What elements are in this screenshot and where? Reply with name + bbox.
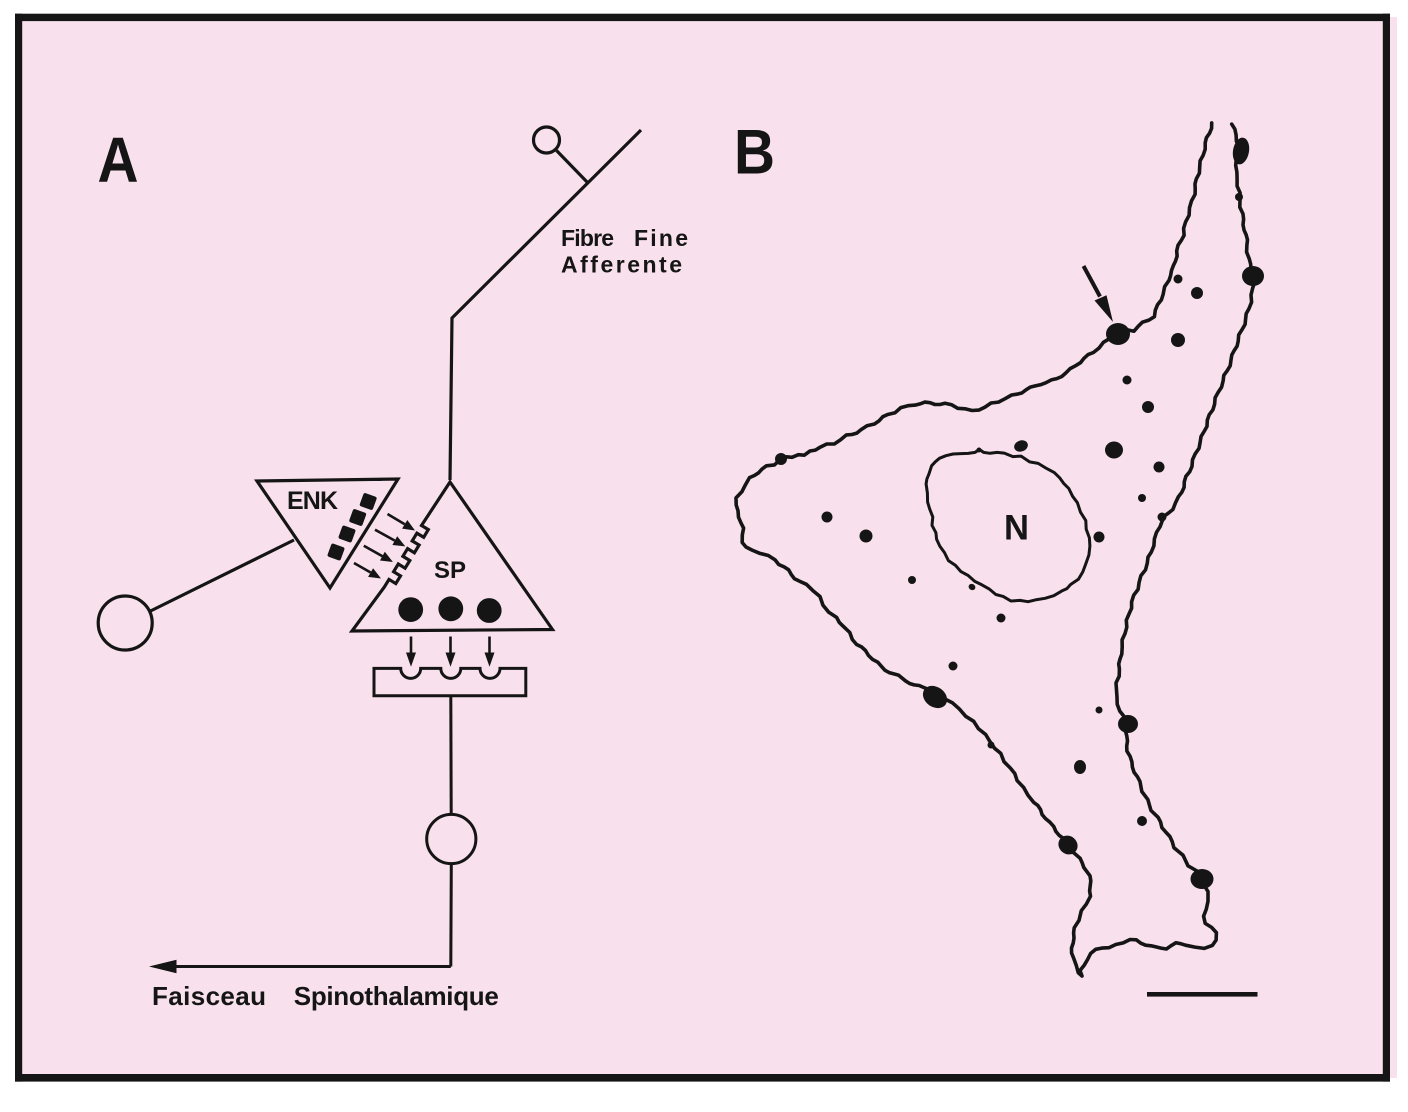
svg-text:ENK: ENK	[287, 487, 338, 515]
svg-text:Faisceau: Faisceau	[152, 981, 266, 1011]
svg-text:A: A	[98, 124, 139, 196]
svg-text:N: N	[1004, 509, 1029, 548]
svg-text:SP: SP	[434, 557, 466, 584]
svg-text:Fine: Fine	[634, 225, 688, 251]
svg-text:Fibre: Fibre	[561, 225, 614, 251]
svg-text:B: B	[734, 118, 775, 188]
svg-text:Afferente: Afferente	[561, 252, 682, 278]
svg-text:Spinothalamique: Spinothalamique	[294, 981, 499, 1011]
